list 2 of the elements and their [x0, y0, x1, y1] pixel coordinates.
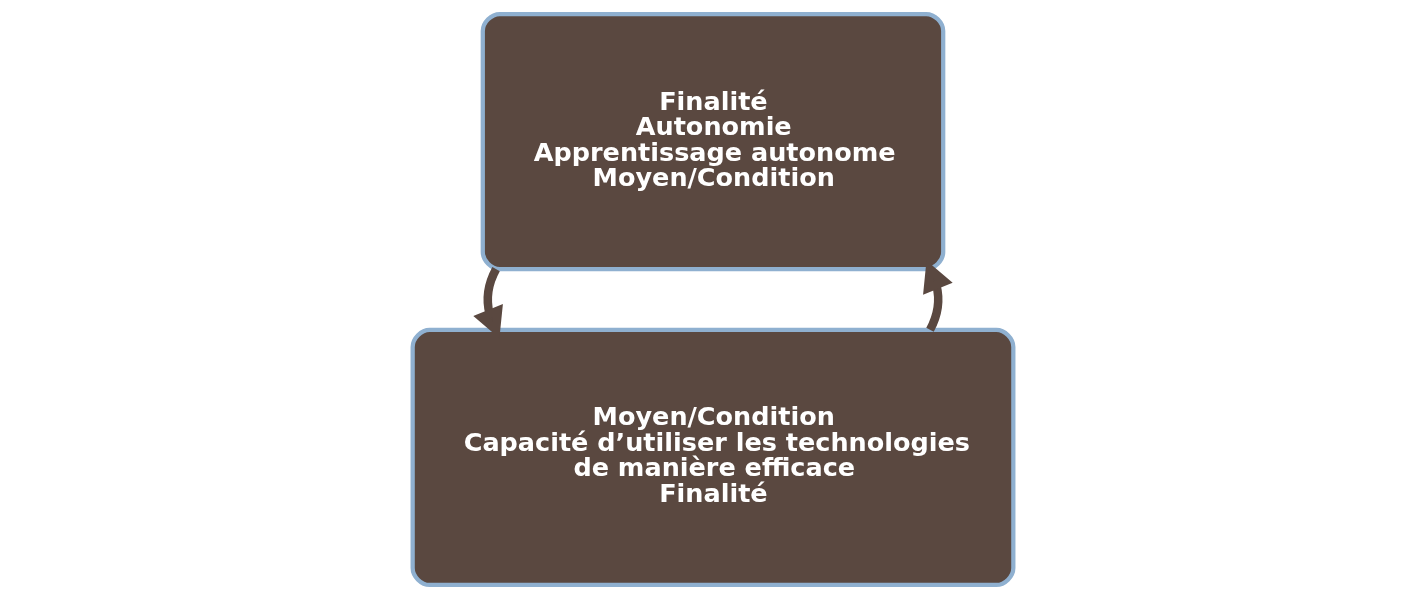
node-box: Finalité Autonomie Apprentissage autonome Moyen/Condition — [480, 11, 946, 272]
node-box: Moyen/Condition Capacité d’utiliser les technologies de manière efficace Finalité — [410, 327, 1016, 588]
